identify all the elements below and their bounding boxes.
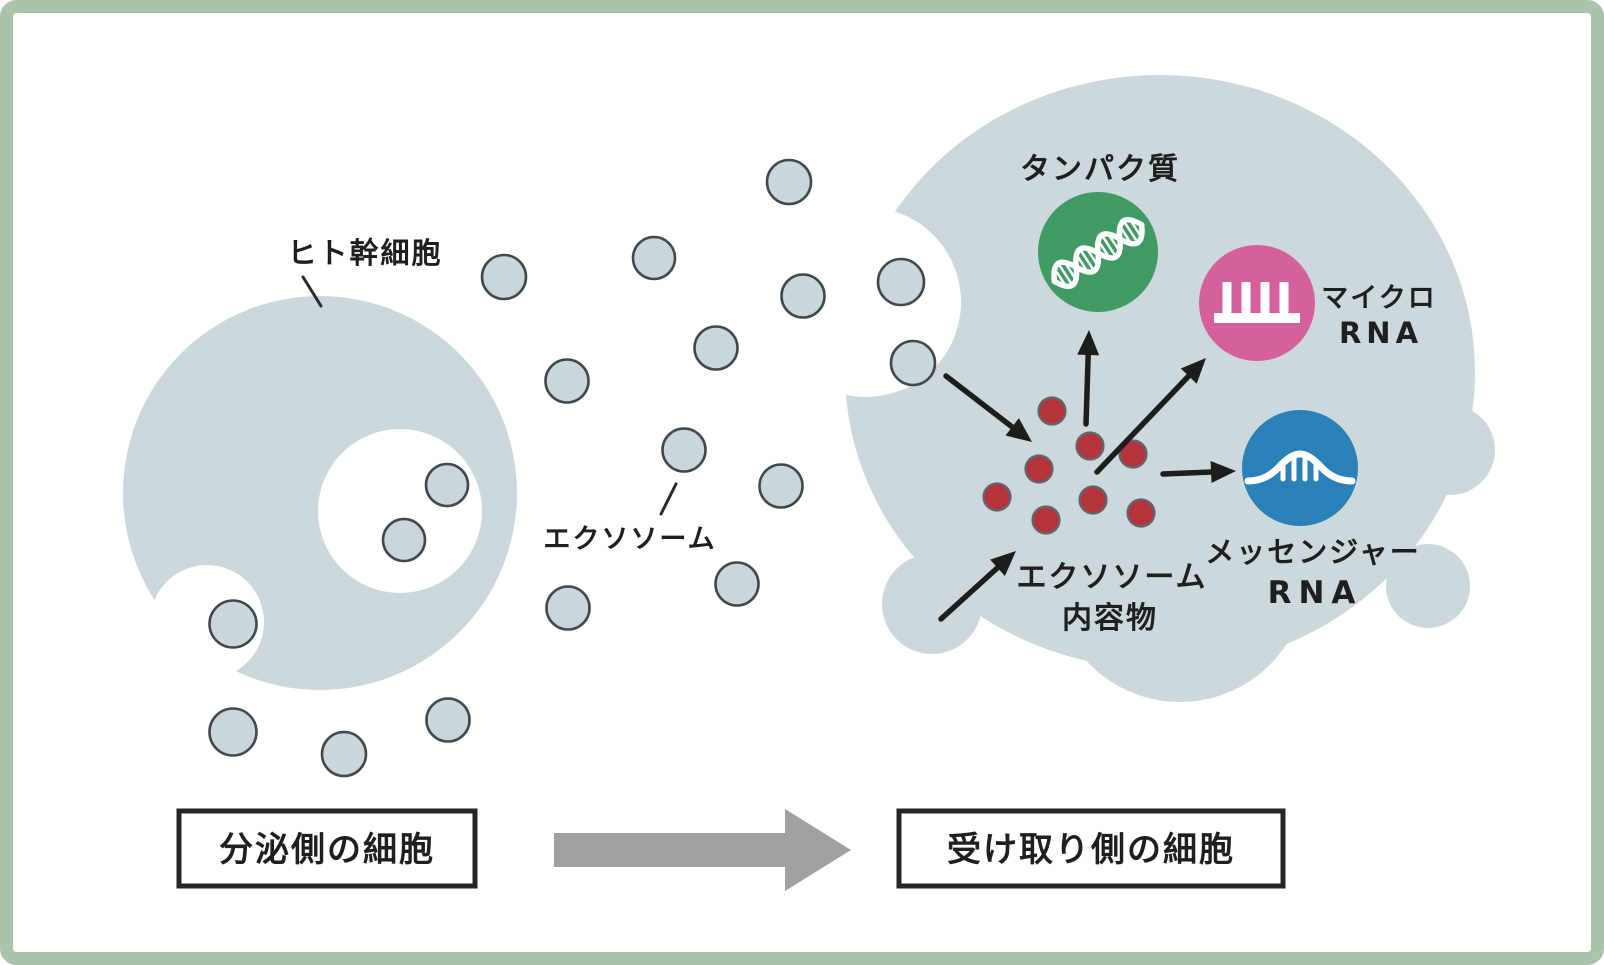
exosome-particle [876, 257, 926, 307]
exosome-particle [208, 599, 258, 649]
exosome-label: エクソソーム [543, 524, 716, 555]
stem-cell-pointer-line [301, 275, 323, 308]
cargo-dot [1024, 454, 1054, 484]
exosome-contents-label-line1: エクソソーム [1016, 560, 1207, 595]
micro-rna-label-line2: RNA [1339, 316, 1423, 350]
exosome-particle [758, 463, 804, 509]
messenger-rna-label-line2: RNA [1268, 575, 1363, 611]
receiving-cell-lobe-bottom-left [882, 554, 982, 654]
messenger-rna-circle [1242, 410, 1358, 526]
secreting-cell-release-notch [150, 565, 264, 679]
protein-label: タンパク質 [1020, 152, 1180, 187]
exosome-particle [480, 253, 528, 301]
multivesicular-body [318, 429, 482, 593]
arrow-from-bottom-into-cargo [938, 551, 1016, 622]
exosome-particle [631, 235, 677, 281]
arrow-uptake-into-cargo [943, 373, 1032, 442]
arrow-cargo-to-protein [1077, 330, 1100, 427]
exosome-particle [765, 158, 813, 206]
cargo-dot [982, 482, 1012, 512]
exosome-contents-label-line2: 内容物 [1062, 601, 1158, 636]
exosome-particle [424, 462, 470, 508]
exosome-particle [693, 325, 739, 371]
secreting-cell-box-label: 分泌側の細胞 [219, 830, 435, 870]
exosome-particle [425, 697, 471, 743]
receiving-cell-lobe-bottom [1053, 448, 1307, 702]
exosome-particle [661, 427, 707, 473]
receiving-cell-box [896, 808, 1286, 889]
cargo-dot [1037, 396, 1067, 426]
exosome-pointer-line [659, 482, 678, 516]
exosome-particles [208, 158, 937, 778]
exosome-particle [544, 358, 590, 404]
cargo-dot [1078, 485, 1108, 515]
transfer-arrow [554, 809, 851, 891]
secreting-cell-box [176, 808, 478, 889]
exosome-particle [381, 517, 427, 563]
receiving-cell-lobe-bottom-right [1386, 544, 1470, 628]
exosome-particle [545, 585, 591, 631]
exosome-particle [208, 707, 258, 757]
receiving-cell-box-label: 受け取り側の細胞 [947, 830, 1235, 870]
messenger-rna-label-line1: メッセンジャー [1205, 535, 1421, 569]
micro-rna-circle [1199, 245, 1315, 361]
exosome-particle [320, 730, 368, 778]
micro-rna-comb-icon [1214, 282, 1300, 323]
exosome-particle [889, 339, 937, 387]
stem-cell-label: ヒト幹細胞 [287, 236, 442, 270]
exosome-cargo-dots [982, 396, 1156, 535]
cargo-dot [1075, 431, 1105, 461]
exosome-particle [714, 561, 760, 607]
cargo-dot [1031, 505, 1061, 535]
dna-double-helix-icon [1051, 217, 1145, 289]
arrow-cargo-to-messenger-rna [1160, 461, 1236, 483]
cargo-dot [1118, 439, 1148, 469]
cargo-dot [1126, 498, 1156, 528]
receiving-cell-lobe-right [1405, 405, 1495, 495]
exosome-particle [780, 273, 826, 319]
messenger-rna-wave-icon [1244, 450, 1356, 485]
arrow-cargo-to-micro-rna [1094, 358, 1206, 475]
micro-rna-label-line1: マイクロ [1321, 283, 1436, 314]
